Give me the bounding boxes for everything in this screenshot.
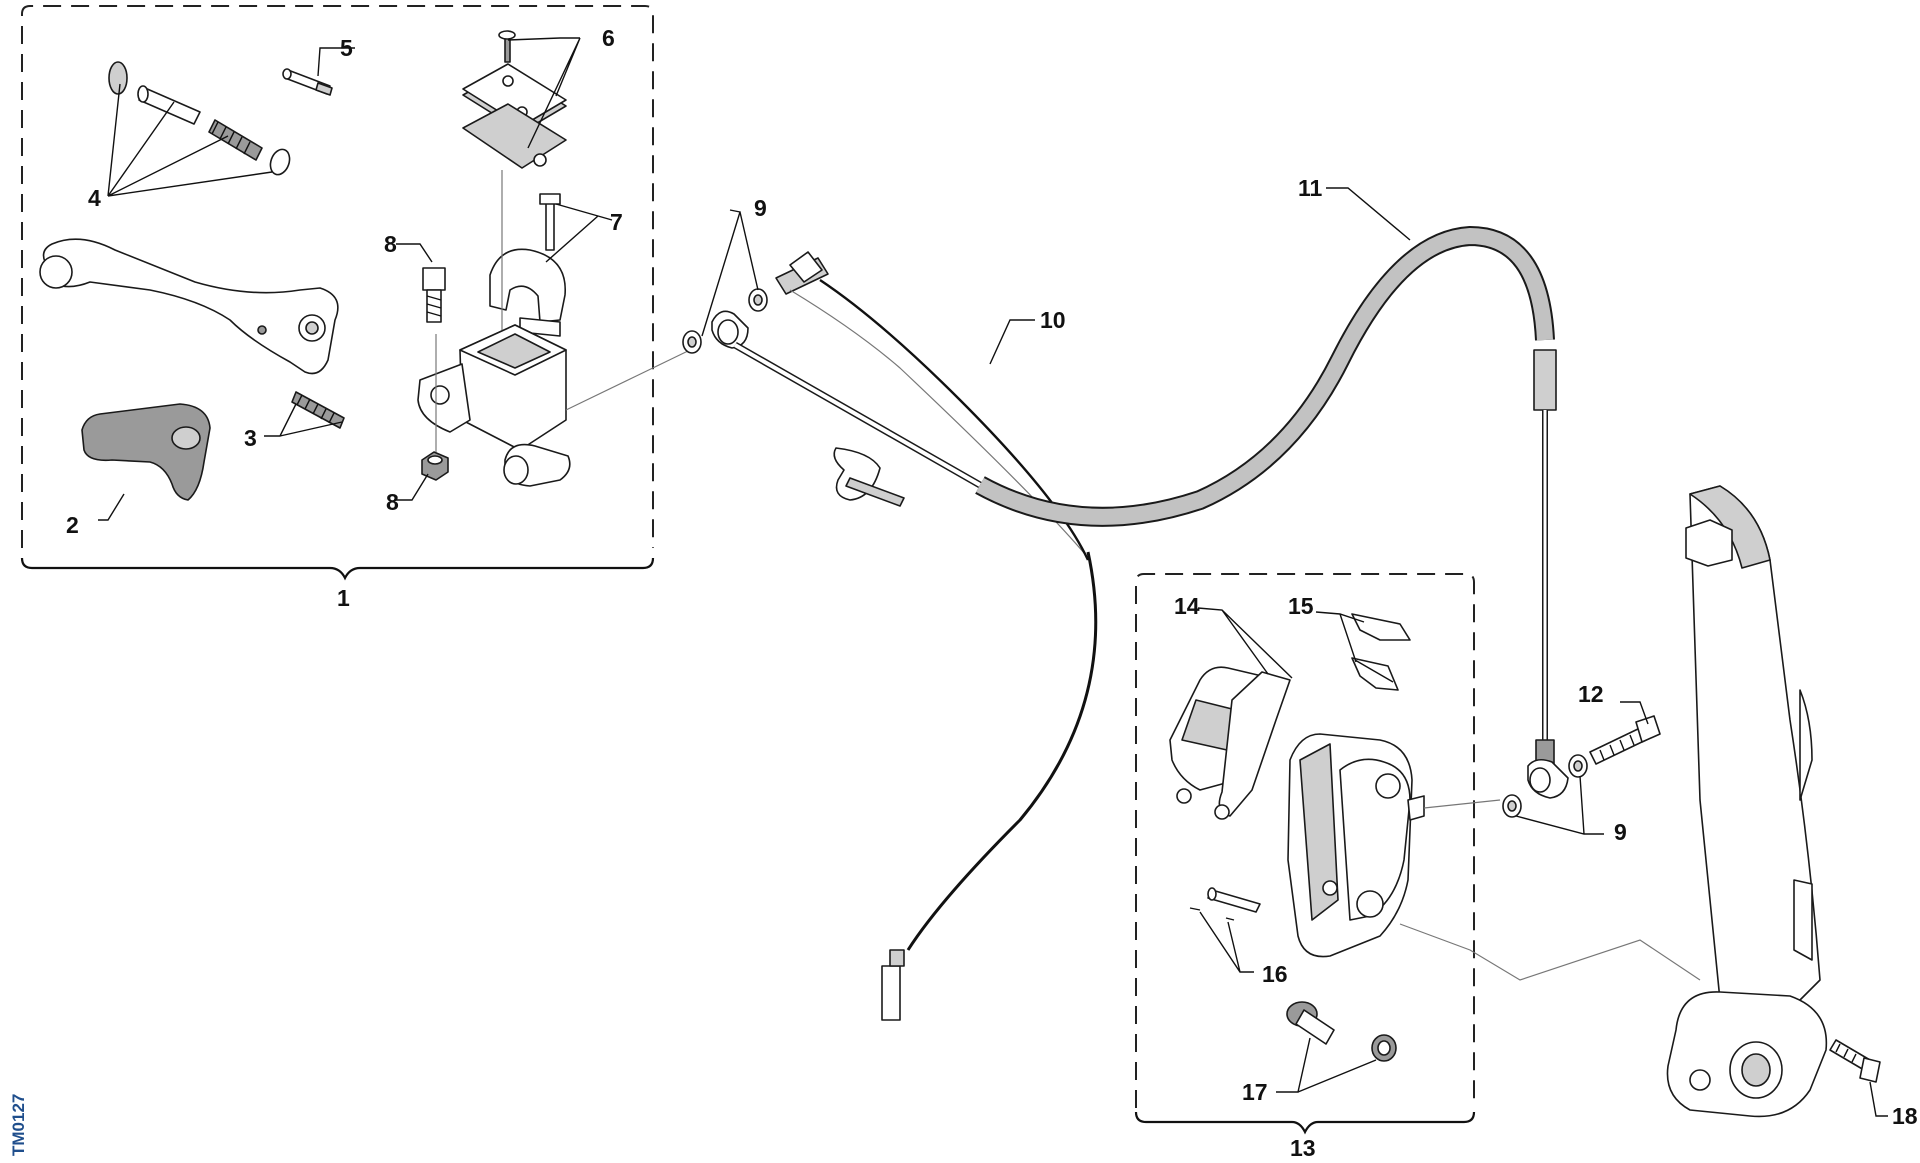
- part-12-banjo-bolt: [1589, 715, 1661, 765]
- part-10-switch-cable: [775, 251, 1098, 1021]
- part-3-spring: [291, 391, 345, 429]
- master-cylinder-body: [417, 170, 691, 487]
- callout-1: 1: [337, 585, 350, 611]
- callout-2: 2: [66, 512, 79, 538]
- callout-18: 18: [1892, 1103, 1918, 1129]
- callout-14: 14: [1174, 593, 1200, 619]
- part-14-brake-pads: [1169, 666, 1291, 820]
- callout-3: 3: [244, 425, 257, 451]
- callout-9-lower: 9: [1614, 819, 1627, 845]
- callout-16: 16: [1262, 961, 1288, 987]
- group-13-boundary: [1134, 573, 1476, 1135]
- part-4-adjuster-set: [108, 61, 291, 176]
- callouts: 1 2 3 4 5 6 7 8 8 9 9 10 11 12 13 14 15 …: [66, 25, 1918, 1161]
- callout-15: 15: [1288, 593, 1314, 619]
- part-18-caliper-bolt: [1829, 1039, 1881, 1083]
- part-7-clamp: [489, 193, 566, 337]
- part-1-brake-lever: [39, 238, 339, 375]
- callout-10: 10: [1040, 307, 1066, 333]
- callout-4: 4: [88, 185, 101, 211]
- callout-11: 11: [1298, 175, 1323, 201]
- part-17-slider-pins: [1286, 1001, 1397, 1062]
- part-5-pin: [282, 68, 333, 96]
- part-8-bolt: [422, 267, 446, 323]
- callout-12: 12: [1578, 681, 1604, 707]
- fork-leg: [1666, 485, 1828, 1118]
- part-15-spring-clip: [1351, 613, 1411, 691]
- callout-13: 13: [1290, 1135, 1316, 1158]
- callout-8-top: 8: [384, 231, 397, 257]
- group-1-boundary: [20, 5, 655, 581]
- part-6-reservoir-cap: [462, 30, 567, 169]
- callout-6: 6: [602, 25, 615, 51]
- part-9-washers-lower: [1502, 754, 1588, 818]
- part-2-lever-cover: [81, 403, 211, 501]
- part-16-pad-pin: [1189, 887, 1261, 921]
- cable-tie: [833, 447, 905, 507]
- callout-8-bottom: 8: [386, 489, 399, 515]
- leader-lines: [98, 37, 1888, 1117]
- reference-code: TM0127: [9, 1094, 28, 1156]
- part-11-brake-hose: [733, 225, 1569, 799]
- callout-5: 5: [340, 35, 353, 61]
- callout-7: 7: [610, 209, 623, 235]
- part-9-washers-upper: [682, 288, 768, 354]
- part-8-nut: [421, 451, 449, 481]
- callout-17: 17: [1242, 1079, 1268, 1105]
- callout-9-upper: 9: [754, 195, 767, 221]
- brake-caliper: [1287, 733, 1701, 981]
